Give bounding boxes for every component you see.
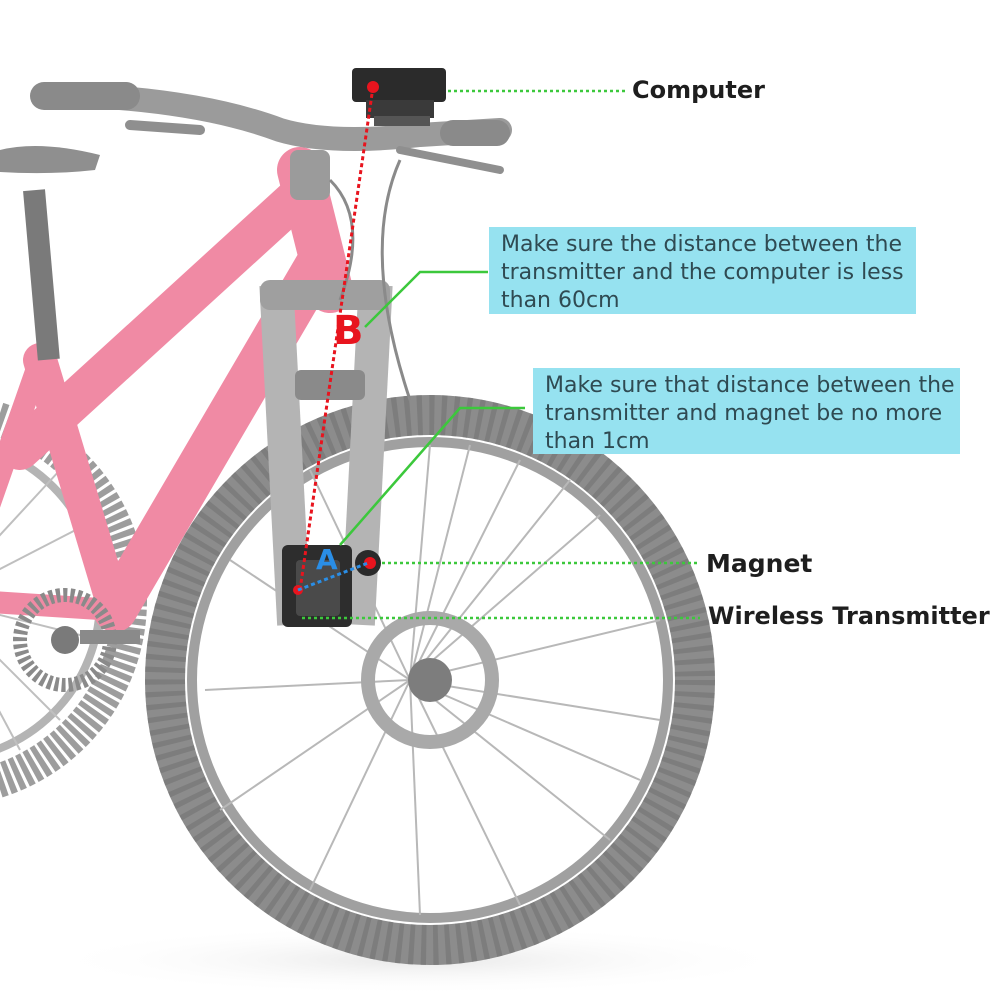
magnet-device-icon [355,550,381,576]
distance-a-note: Make sure that distance between the tran… [533,368,960,454]
chainring-icon [13,588,140,692]
computer-label: Computer [632,76,765,104]
marker-a: A [316,543,338,576]
note-line: than 60cm [501,288,620,313]
note-line: transmitter and the computer is less [501,260,904,285]
transmitter-label: Wireless Transmitter [708,602,990,630]
handlebar-icon [30,82,512,401]
transmitter-device-icon [282,545,352,627]
magnet-label: Magnet [706,549,813,578]
saddle-icon [0,146,100,361]
note-line: Make sure that distance between the [545,373,955,398]
distance-a-line [297,561,369,592]
callout-lines [302,89,700,620]
distance-b-line [298,86,375,591]
distance-b-note: Make sure the distance between the trans… [489,227,916,314]
front-wheel-icon [145,395,715,965]
fork-icon [259,280,393,626]
computer-point-marker [367,81,379,93]
computer-device-icon [352,68,446,126]
marker-b: B [333,308,364,354]
note-line: than 1cm [545,429,650,454]
note-line: Make sure the distance between the [501,232,902,257]
note-line: transmitter and magnet be no more [545,401,943,426]
